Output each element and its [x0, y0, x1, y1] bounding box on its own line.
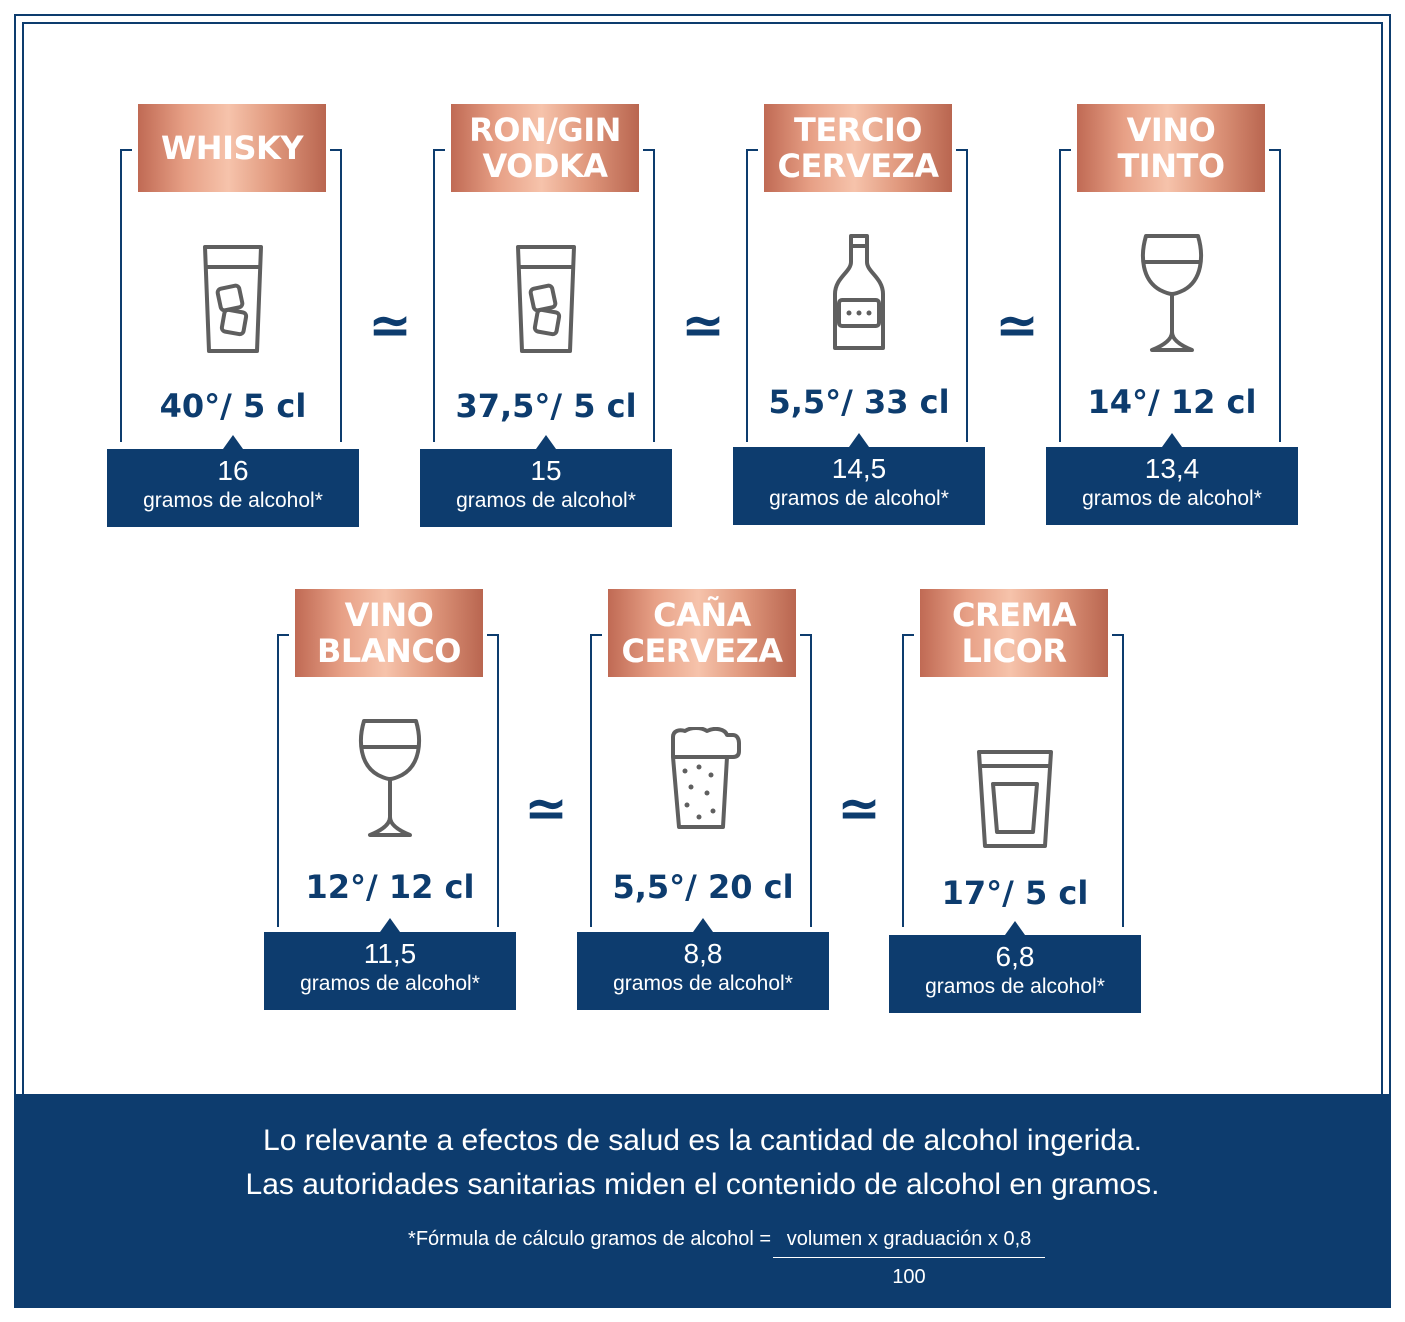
formula-numerator: volumen x graduación x 0,8 — [773, 1228, 1045, 1258]
wine-glass-icon — [358, 719, 422, 837]
pointer-arrow — [223, 435, 243, 449]
card-bracket — [120, 149, 342, 442]
approx-symbol: ≃ — [837, 779, 881, 839]
grams-box: 11,5 gramos de alcohol* — [264, 932, 516, 1010]
grams-box: 14,5 gramos de alcohol* — [733, 447, 985, 525]
approx-symbol: ≃ — [681, 296, 725, 356]
drink-card-whisky: WHISKY 40°/ 5 cl 16 gramos de alcohol* — [107, 104, 359, 534]
grams-unit: gramos de alcohol* — [143, 489, 323, 512]
pointer-arrow — [1005, 921, 1025, 935]
pointer-arrow — [849, 433, 869, 447]
card-bracket — [746, 149, 968, 442]
beer-bottle-icon — [833, 234, 885, 350]
footer-line-2: Las autoridades sanitarias miden el cont… — [245, 1168, 1160, 1201]
grams-value: 16 — [217, 455, 249, 486]
drink-name: CREMA LICOR — [920, 589, 1108, 677]
drink-spec: 40°/ 5 cl — [159, 387, 307, 425]
highball-glass-icon — [203, 245, 263, 353]
drink-card-tercio-cerveza: TERCIO CERVEZA 5,5°/ 33 cl 14,5 gramos d… — [733, 104, 985, 534]
highball-glass-icon — [516, 245, 576, 353]
grams-value: 8,8 — [683, 938, 723, 969]
grams-unit: gramos de alcohol* — [456, 489, 636, 512]
approx-symbol: ≃ — [995, 296, 1039, 356]
grams-box: 16 gramos de alcohol* — [107, 449, 359, 527]
grams-unit: gramos de alcohol* — [300, 972, 480, 995]
card-bracket — [277, 634, 499, 927]
drink-name: VINO BLANCO — [295, 589, 483, 677]
drink-name: VINO TINTO — [1077, 104, 1265, 192]
drink-name: RON/GIN VODKA — [451, 104, 639, 192]
drink-spec: 12°/ 12 cl — [305, 868, 475, 906]
grams-box: 15 gramos de alcohol* — [420, 449, 672, 527]
grams-unit: gramos de alcohol* — [1082, 487, 1262, 510]
wine-glass-icon — [1140, 234, 1204, 352]
drink-spec: 14°/ 12 cl — [1087, 383, 1257, 421]
shot-glass-icon — [977, 750, 1053, 848]
grams-value: 11,5 — [363, 938, 417, 969]
drink-spec: 5,5°/ 20 cl — [612, 868, 794, 906]
grams-value: 15 — [530, 455, 562, 486]
grams-unit: gramos de alcohol* — [613, 972, 793, 995]
grams-value: 6,8 — [995, 941, 1035, 972]
content-panel — [22, 22, 1383, 1094]
formula-denominator: 100 — [892, 1266, 926, 1288]
drink-name: TERCIO CERVEZA — [764, 104, 952, 192]
pointer-arrow — [693, 918, 713, 932]
drink-spec: 37,5°/ 5 cl — [455, 387, 637, 425]
footer-banner: Lo relevante a efectos de salud es la ca… — [14, 1094, 1391, 1308]
grams-box: 13,4 gramos de alcohol* — [1046, 447, 1298, 525]
drink-card-vino-blanco: VINO BLANCO 12°/ 12 cl 11,5 gramos de al… — [264, 589, 516, 1019]
card-bracket — [590, 634, 812, 927]
grams-value: 13,4 — [1144, 453, 1200, 484]
beer-mug-icon — [671, 727, 741, 829]
grams-box: 6,8 gramos de alcohol* — [889, 935, 1141, 1013]
pointer-arrow — [536, 435, 556, 449]
approx-symbol: ≃ — [524, 779, 568, 839]
formula-lead: *Fórmula de cálculo gramos de alcohol = — [408, 1228, 771, 1250]
formula-fraction: volumen x graduación x 0,8 100 — [773, 1228, 1045, 1289]
card-bracket — [902, 634, 1124, 927]
pointer-arrow — [1162, 433, 1182, 447]
grams-unit: gramos de alcohol* — [769, 487, 949, 510]
drink-name: WHISKY — [138, 104, 326, 192]
drink-card-vino-tinto: VINO TINTO 14°/ 12 cl 13,4 gramos de alc… — [1046, 104, 1298, 534]
pointer-arrow — [380, 918, 400, 932]
grams-value: 14,5 — [831, 453, 887, 484]
approx-symbol: ≃ — [368, 296, 412, 356]
grams-box: 8,8 gramos de alcohol* — [577, 932, 829, 1010]
drink-card-cana-cerveza: CAÑA CERVEZA 5,5°/ 20 cl 8,8 gramos de a… — [577, 589, 829, 1019]
drink-spec: 5,5°/ 33 cl — [768, 383, 950, 421]
card-bracket — [1059, 149, 1281, 442]
grams-unit: gramos de alcohol* — [925, 975, 1105, 998]
drink-card-ron-gin-vodka: RON/GIN VODKA 37,5°/ 5 cl 15 gramos de a… — [420, 104, 672, 534]
drink-card-crema-licor: CREMA LICOR 17°/ 5 cl 6,8 gramos de alco… — [889, 589, 1141, 1019]
drink-name: CAÑA CERVEZA — [608, 589, 796, 677]
drink-spec: 17°/ 5 cl — [941, 874, 1089, 912]
card-bracket — [433, 149, 655, 442]
footer-line-1: Lo relevante a efectos de salud es la ca… — [263, 1124, 1142, 1157]
